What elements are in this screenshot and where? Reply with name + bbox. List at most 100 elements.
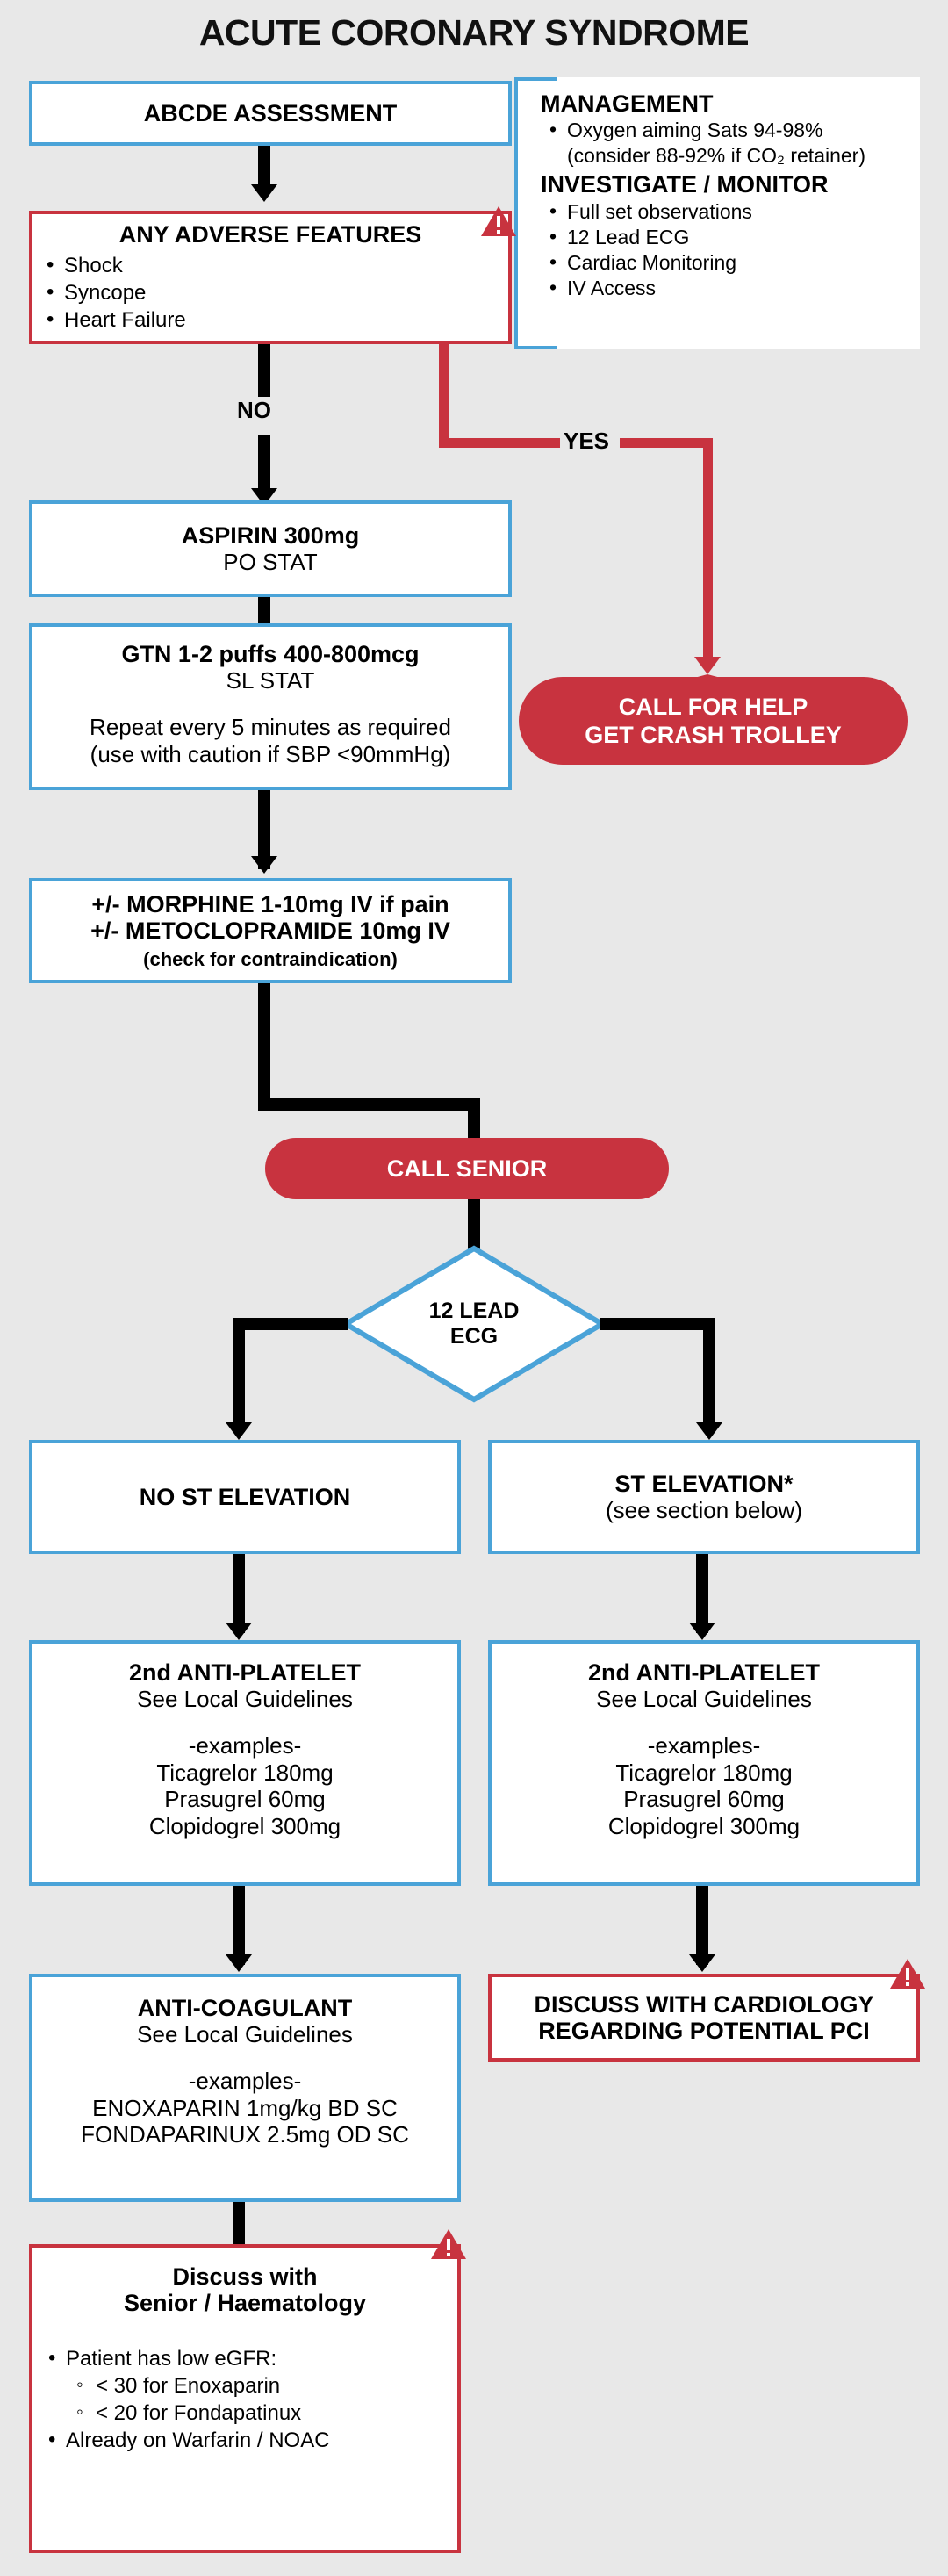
node-discuss-cardiology[interactable]: DISCUSS WITH CARDIOLOGY REGARDING POTENT… [488, 1974, 920, 2062]
morphine-line1: +/- MORPHINE 1-10mg IV if pain [91, 891, 449, 918]
warning-triangle-icon [479, 204, 518, 239]
connector-yes-horizontal-2 [620, 438, 713, 448]
st-sub: (see section below) [606, 1496, 802, 1523]
management-heading: MANAGEMENT [541, 90, 714, 117]
node-call-senior[interactable]: CALL SENIOR [265, 1138, 669, 1199]
arrowhead-no-st-to-antiplatelet [226, 1623, 252, 1640]
arrowhead-antiplatelet-to-anticoagulant [226, 1954, 252, 1972]
antiplatelet-right-example-1: Ticagrelor 180mg [615, 1759, 793, 1786]
arrowhead-ecg-to-st-elevation [696, 1422, 722, 1440]
connector-anticoagulant-to-discuss-senior [233, 2202, 245, 2248]
connector-morphine-right [258, 1098, 480, 1111]
ecg-line1: 12 LEAD [428, 1298, 520, 1323]
list-item: Syncope [41, 279, 186, 307]
list-item: Patient has low eGFR: [43, 2345, 330, 2373]
connector-adverse-no-upper [258, 344, 270, 399]
page-title: ACUTE CORONARY SYNDROME [198, 12, 750, 53]
anticoagulant-example-2: FONDAPARINUX 2.5mg OD SC [81, 2121, 409, 2148]
morphine-line3: (check for contraindication) [143, 947, 398, 970]
arrowhead-antiplatelet-to-cardiology [689, 1954, 715, 1972]
connector-morphine-down [258, 983, 270, 1111]
list-item: < 30 for Enoxaparin [43, 2372, 330, 2400]
gtn-note1: Repeat every 5 minutes as required [90, 713, 451, 740]
anticoagulant-example-1: ENOXAPARIN 1mg/kg BD SC [92, 2094, 398, 2121]
antiplatelet-left-example-1: Ticagrelor 180mg [156, 1759, 334, 1786]
connector-st-to-antiplatelet [696, 1554, 708, 1633]
list-item: Already on Warfarin / NOAC [43, 2427, 330, 2455]
node-st-elevation[interactable]: ST ELEVATION* (see section below) [488, 1440, 920, 1554]
connector-yes-vertical-1 [439, 344, 449, 447]
arrowhead-yes-to-crash [694, 657, 721, 678]
list-item: Heart Failure [41, 306, 186, 335]
node-aspirin[interactable]: ASPIRIN 300mg PO STAT [29, 500, 512, 597]
node-adverse-title: ANY ADVERSE FEATURES [118, 221, 422, 248]
ecg-line2: ECG [449, 1324, 499, 1349]
connector-aspirin-to-gtn [258, 597, 270, 623]
node-anticoagulant[interactable]: ANTI-COAGULANT See Local Guidelines -exa… [29, 1974, 461, 2202]
discuss-senior-title-1: Discuss with [172, 2263, 318, 2290]
adverse-feature-list: Shock Syncope Heart Failure [41, 252, 186, 335]
arrowhead-abcde-to-adverse [251, 184, 277, 202]
node-antiplatelet-right[interactable]: 2nd ANTI-PLATELET See Local Guidelines -… [488, 1640, 920, 1886]
antiplatelet-left-sub: See Local Guidelines [137, 1686, 353, 1713]
cardiology-line2: REGARDING POTENTIAL PCI [538, 2018, 870, 2044]
connector-abcde-to-adverse [258, 146, 270, 190]
node-any-adverse-features[interactable]: ANY ADVERSE FEATURES Shock Syncope Heart… [29, 211, 512, 344]
node-morphine-metoclopramide[interactable]: +/- MORPHINE 1-10mg IV if pain +/- METOC… [29, 878, 512, 983]
connector-call-senior-to-ecg [468, 1199, 480, 1250]
ecg-diamond-label: 12 LEAD ECG [342, 1245, 606, 1403]
edge-label-no: NO [233, 397, 275, 424]
connector-no-st-to-antiplatelet [233, 1554, 245, 1633]
antiplatelet-left-example-3: Clopidogrel 300mg [148, 1812, 341, 1839]
connector-yes-horizontal-1 [439, 438, 571, 448]
warning-triangle-icon [888, 1956, 927, 1991]
connector-antiplatelet-to-cardiology [696, 1886, 708, 1965]
discuss-senior-title-2: Senior / Haematology [123, 2290, 367, 2317]
discuss-senior-list: Patient has low eGFR: < 30 for Enoxapari… [43, 2345, 330, 2455]
node-12-lead-ecg-decision[interactable]: 12 LEAD ECG [342, 1245, 606, 1403]
antiplatelet-right-example-2: Prasugrel 60mg [623, 1786, 785, 1813]
node-antiplatelet-left[interactable]: 2nd ANTI-PLATELET See Local Guidelines -… [29, 1640, 461, 1886]
node-abcde-assessment[interactable]: ABCDE ASSESSMENT [29, 81, 512, 146]
crash-line1: CALL FOR HELP [618, 693, 808, 720]
gtn-note2: (use with caution if SBP <90mmHg) [90, 740, 451, 767]
aspirin-title: ASPIRIN 300mg [181, 522, 360, 549]
management-list: Oxygen aiming Sats 94-98% (consider 88-9… [541, 117, 906, 169]
gtn-sub: SL STAT [226, 667, 315, 694]
antiplatelet-left-examples-header: -examples- [188, 1731, 302, 1759]
antiplatelet-right-sub: See Local Guidelines [596, 1686, 812, 1713]
gtn-title: GTN 1-2 puffs 400-800mcg [121, 641, 420, 667]
connector-yes-vertical-2 [703, 438, 713, 663]
connector-ecg-right-vertical [703, 1318, 715, 1432]
connector-gtn-to-morphine [258, 790, 270, 869]
crash-line2: GET CRASH TROLLEY [585, 722, 842, 748]
node-call-for-help-crash-trolley[interactable]: CALL FOR HELP GET CRASH TROLLEY [519, 677, 908, 765]
list-item: < 20 for Fondapatinux [43, 2400, 330, 2428]
connector-ecg-left-vertical [233, 1318, 245, 1432]
connector-ecg-right-horizontal [600, 1318, 715, 1330]
connector-into-call-senior [468, 1098, 480, 1148]
arrowhead-st-to-antiplatelet [689, 1623, 715, 1640]
node-no-st-elevation[interactable]: NO ST ELEVATION [29, 1440, 461, 1554]
edge-label-yes: YES [560, 428, 614, 455]
node-discuss-senior-haematology[interactable]: Discuss with Senior / Haematology Patien… [29, 2244, 461, 2553]
node-gtn[interactable]: GTN 1-2 puffs 400-800mcg SL STAT Repeat … [29, 623, 512, 790]
antiplatelet-left-title: 2nd ANTI-PLATELET [129, 1659, 361, 1686]
investigate-list: Full set observations 12 Lead ECG Cardia… [541, 198, 906, 301]
list-item: Oxygen aiming Sats 94-98% (consider 88-9… [541, 117, 906, 169]
connector-antiplatelet-to-anticoagulant [233, 1886, 245, 1965]
list-item: IV Access [541, 275, 906, 301]
list-item: Full set observations [541, 198, 906, 225]
warning-triangle-icon [429, 2227, 468, 2262]
antiplatelet-right-example-3: Clopidogrel 300mg [607, 1812, 801, 1839]
list-item: Shock [41, 252, 186, 280]
antiplatelet-left-example-2: Prasugrel 60mg [164, 1786, 326, 1813]
morphine-line2: +/- METOCLOPRAMIDE 10mg IV [90, 917, 450, 945]
list-item: 12 Lead ECG [541, 224, 906, 250]
aspirin-sub: PO STAT [223, 548, 318, 575]
node-abcde-title: ABCDE ASSESSMENT [143, 99, 398, 126]
cardiology-line1: DISCUSS WITH CARDIOLOGY [534, 1990, 874, 2018]
no-st-title: NO ST ELEVATION [139, 1483, 351, 1510]
list-item: Cardiac Monitoring [541, 249, 906, 276]
